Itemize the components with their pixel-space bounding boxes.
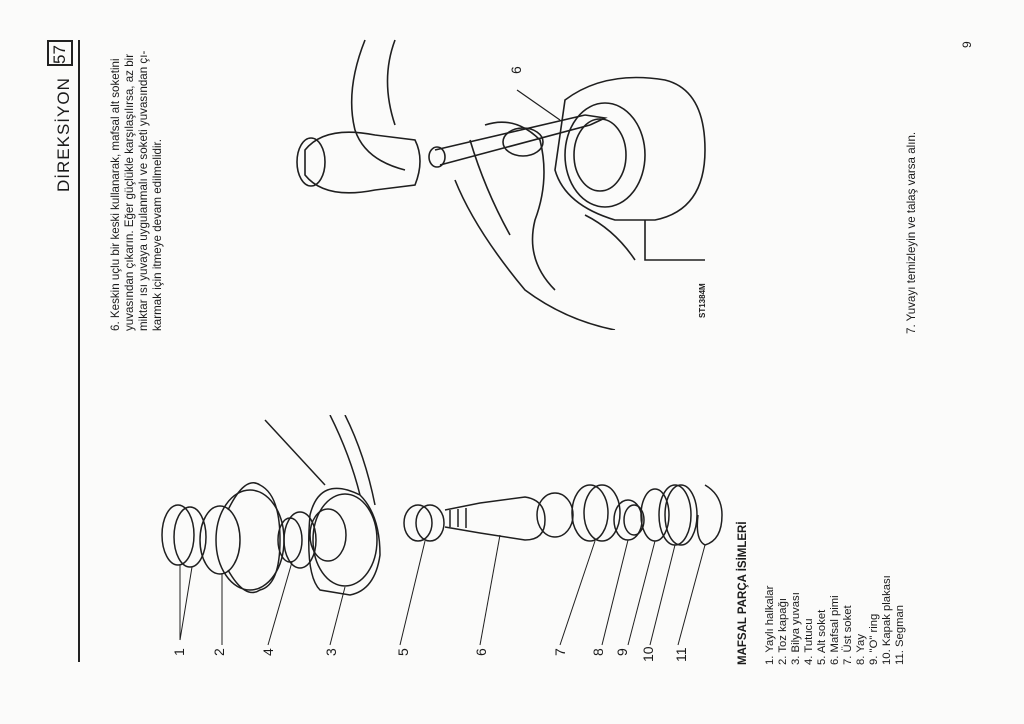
figure-ref-code: ST1384M [698, 283, 707, 318]
page-title: DİREKSİYON [54, 77, 73, 192]
part-item: 10. Kapak plakası [881, 575, 893, 665]
callout-11: 11 [673, 647, 689, 662]
header-rule [78, 40, 80, 662]
part-item: 9. "O" ring [868, 613, 880, 665]
step6-line-2: yuvasından çıkarın. Eğer güçlükle karşıl… [123, 53, 136, 331]
callout-5: 5 [395, 648, 411, 656]
step6-line-1: 6. Keskin uçlu bir keski kullanarak, maf… [109, 58, 122, 331]
part-item: 1. Yaylı halkalar [764, 585, 776, 665]
callout-7: 7 [552, 648, 568, 656]
callout-9: 9 [614, 648, 630, 656]
callout-2: 2 [211, 648, 227, 656]
exploded-ball-joint-diagram [161, 415, 723, 646]
part-item: 3. Bilya yuvası [790, 592, 802, 665]
part-item: 4. Tutucu [803, 618, 815, 665]
callout-6-top: 6 [508, 66, 524, 74]
callout-8: 8 [590, 648, 606, 656]
chisel-socket-illustration [296, 39, 706, 330]
part-item: 5. Alt soket [816, 609, 828, 665]
page-number-box [47, 40, 73, 66]
callout-10: 10 [640, 646, 656, 662]
step6-line-3: miktar ısı yuvaya uygulanmalı ve soketi … [137, 50, 150, 331]
callout-1: 1 [171, 648, 187, 656]
page-number: 57 [50, 45, 69, 64]
part-item: 7. Üst soket [842, 605, 854, 665]
part-item: 6. Mafsal pimi [829, 595, 841, 665]
part-item: 2. Toz kapağı [777, 598, 789, 665]
page-marker: 9 [960, 41, 974, 48]
parts-list-title: MAFSAL PARÇA İSİMLERİ [737, 521, 749, 665]
step6-line-4: karmak için itmeye devam edilmelidir. [151, 138, 164, 331]
callout-3: 3 [323, 648, 339, 656]
callout-6-bottom: 6 [473, 648, 489, 656]
step7-text: 7. Yuvayı temizleyin ve talaş varsa alın… [905, 131, 918, 334]
part-item: 8. Yay [855, 634, 867, 665]
callout-4: 4 [260, 648, 276, 656]
part-item: 11. Segman [894, 604, 906, 665]
